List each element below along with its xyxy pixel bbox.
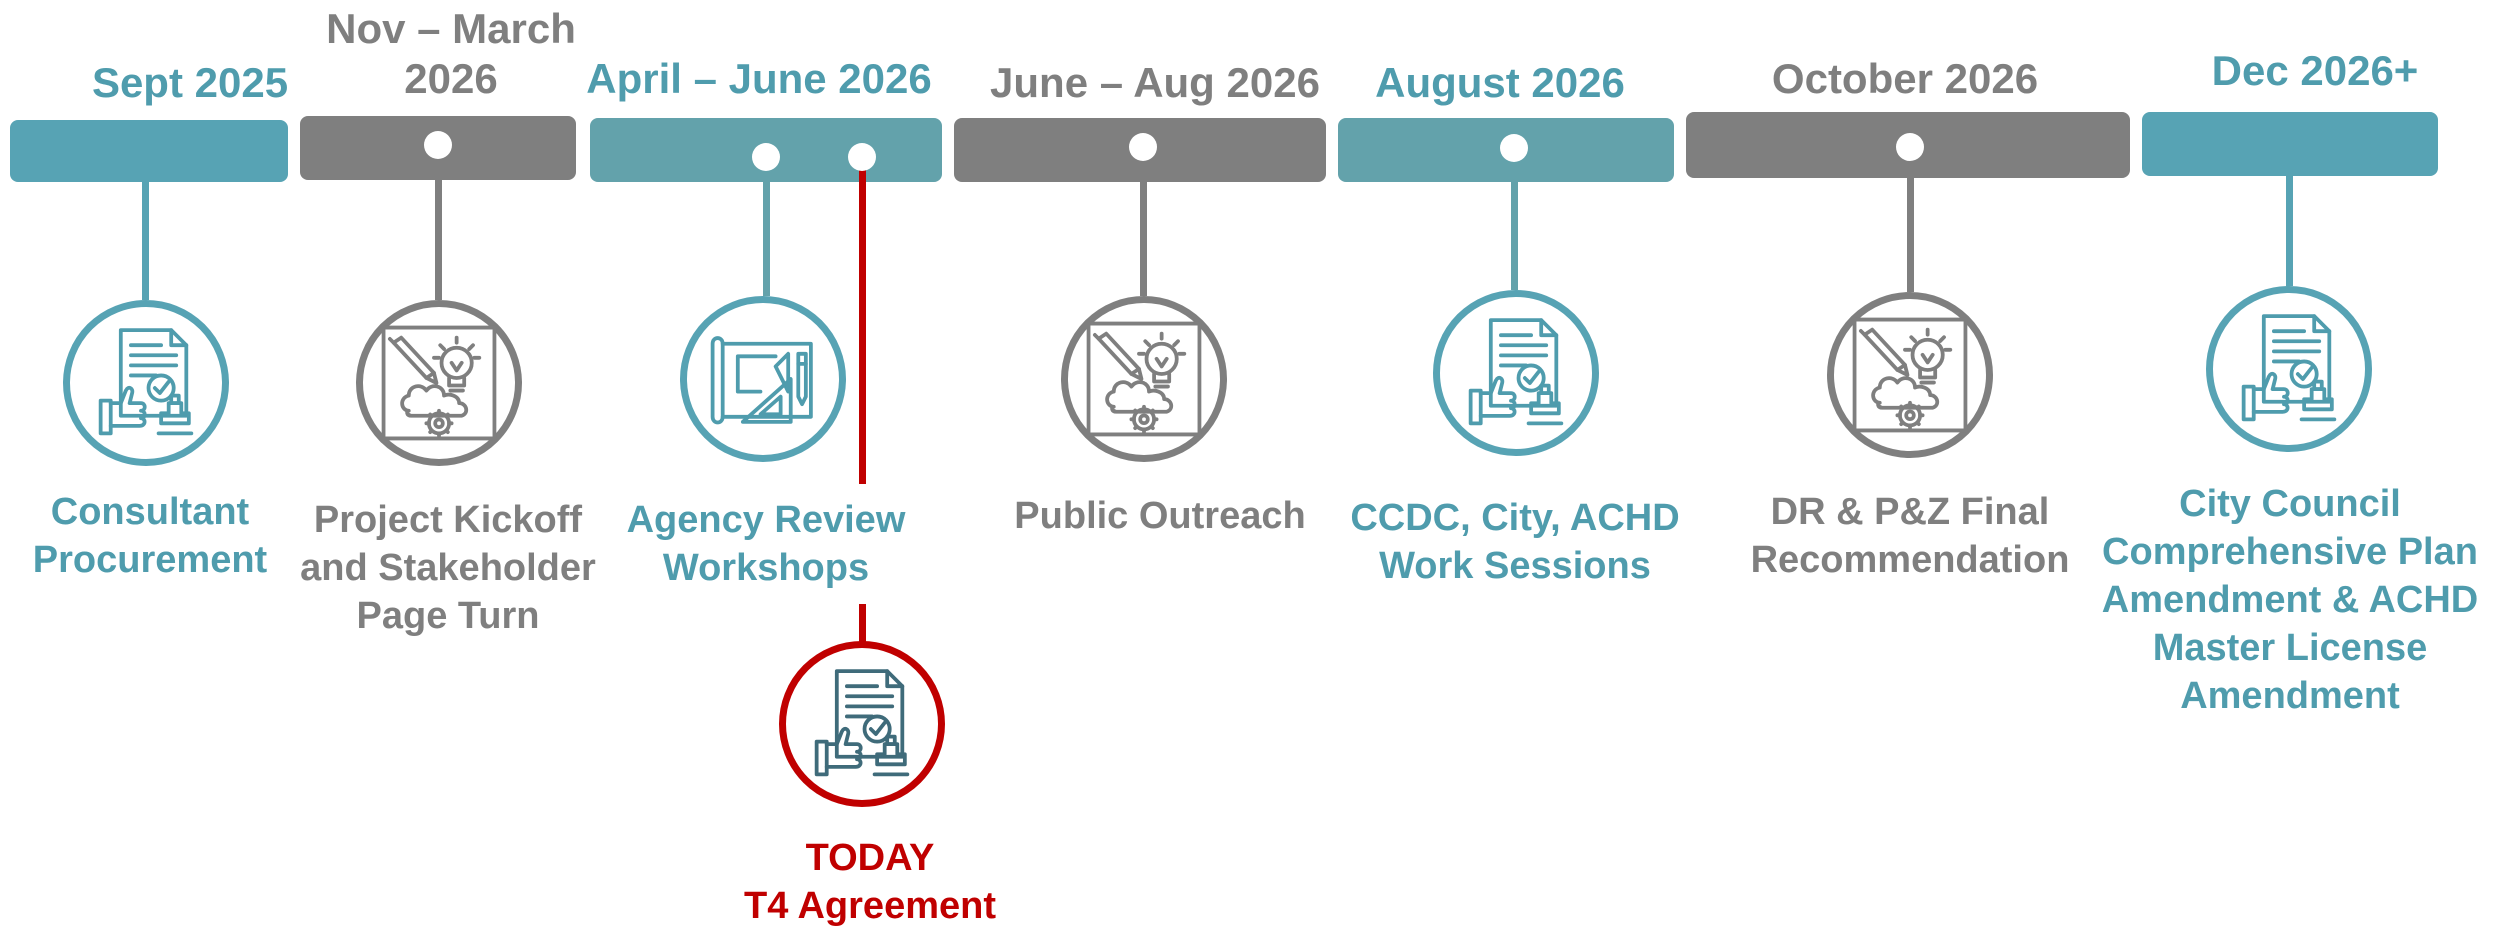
milestone-label: Agency Review Workshops xyxy=(626,499,906,589)
milestone-icon-circle xyxy=(1827,292,1993,458)
timeline-bar xyxy=(2142,112,2438,176)
connector-line xyxy=(763,182,770,296)
idea-brainstorm-icon xyxy=(376,320,502,446)
milestone-date: Dec 2026+ xyxy=(2211,47,2419,94)
milestone-date: Nov – March 2026 xyxy=(326,5,576,102)
milestone-icon-circle xyxy=(1061,296,1227,462)
timeline-dot xyxy=(752,143,780,171)
milestone-label: CCDC, City, ACHD Work Sessions xyxy=(1350,497,1680,587)
document-approval-icon xyxy=(799,661,925,787)
timeline-dot xyxy=(1129,133,1157,161)
timeline-bar xyxy=(10,120,288,182)
milestone-date: April – June 2026 xyxy=(586,55,932,102)
milestone-label: City Council Comprehensive Plan Amendmen… xyxy=(2101,483,2479,717)
today-marker-line xyxy=(859,156,866,484)
blueprint-tools-icon xyxy=(700,316,826,442)
today-connector-line xyxy=(859,604,866,642)
connector-line xyxy=(1140,182,1147,296)
idea-brainstorm-icon xyxy=(1081,316,1207,442)
milestone-label: Public Outreach xyxy=(1014,495,1306,537)
connector-line xyxy=(435,180,442,300)
connector-line xyxy=(2286,176,2293,286)
milestone-date: Sept 2025 xyxy=(91,59,289,106)
timeline-dot xyxy=(1896,133,1924,161)
milestone-label: DR & P&Z Final Recommendation xyxy=(1750,491,2070,581)
milestone-icon-circle xyxy=(356,300,522,466)
milestone-date: June – Aug 2026 xyxy=(990,59,1320,106)
milestone-label: Project Kickoff and Stakeholder Page Tur… xyxy=(300,499,596,637)
document-approval-icon xyxy=(83,320,209,446)
milestone-icon-circle xyxy=(63,300,229,466)
today-icon-circle xyxy=(779,641,945,807)
milestone-label: Consultant Procurement xyxy=(32,491,268,581)
milestone-icon-circle xyxy=(1433,290,1599,456)
milestone-date: October 2026 xyxy=(1771,55,2039,102)
connector-line xyxy=(1907,178,1914,292)
today-sublabel: T4 Agreement xyxy=(744,885,996,927)
milestone-date: August 2026 xyxy=(1375,59,1625,106)
today-dot xyxy=(848,143,876,171)
connector-line xyxy=(142,182,149,300)
today-label: TODAY xyxy=(805,837,935,879)
milestone-icon-circle xyxy=(2206,286,2372,452)
timeline-dot xyxy=(424,131,452,159)
document-approval-icon xyxy=(1453,310,1579,436)
document-approval-icon xyxy=(2226,306,2352,432)
milestone-icon-circle xyxy=(680,296,846,462)
connector-line xyxy=(1511,182,1518,290)
timeline-dot xyxy=(1500,134,1528,162)
idea-brainstorm-icon xyxy=(1847,312,1973,438)
